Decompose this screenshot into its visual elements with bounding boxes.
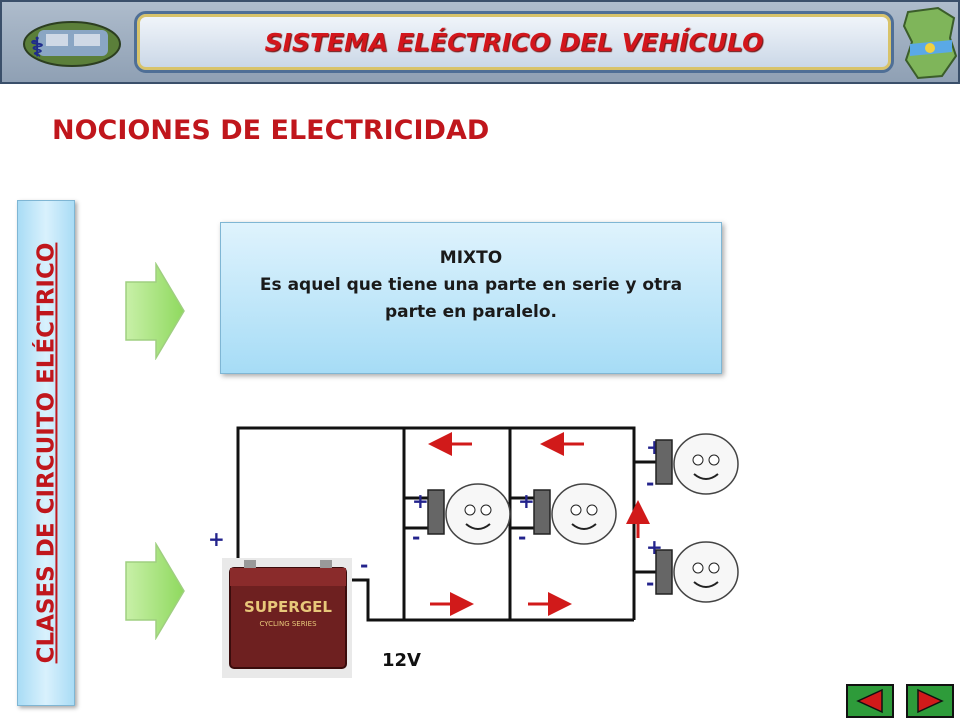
bulb-minus-sign: -: [518, 525, 526, 549]
definition-text: Es aquel que tiene una parte en serie y …: [259, 275, 683, 322]
battery-minus-sign: -: [360, 553, 368, 577]
region-map-icon: [902, 6, 958, 80]
next-slide-button[interactable]: [906, 684, 954, 718]
triangle-right-icon: [917, 688, 944, 714]
battery-icon: SUPERGEL CYCLING SERIES: [222, 558, 352, 678]
battery-brand: SUPERGEL: [244, 598, 332, 616]
right-arrow-icon: [125, 542, 185, 640]
bulb-minus-sign: -: [412, 525, 420, 549]
definition-heading: MIXTO: [439, 248, 503, 268]
triangle-left-icon: [856, 688, 883, 714]
previous-slide-button[interactable]: [846, 684, 894, 718]
light-bulb-icon: [427, 483, 511, 545]
light-bulb-icon: [533, 483, 617, 545]
bulb-plus-sign: +: [412, 489, 429, 513]
section-title: NOCIONES DE ELECTRICIDAD: [52, 115, 490, 146]
title-panel: SISTEMA ELÉCTRICO DEL VEHÍCULO: [134, 11, 894, 73]
battery-plus-sign: +: [208, 527, 225, 551]
mixed-circuit-diagram: SUPERGEL CYCLING SERIES + - + - + - + - …: [208, 426, 739, 678]
current-arrow-icon: [428, 432, 650, 616]
header-band: ⚕ SISTEMA ELÉCTRICO DEL VEHÍCULO: [0, 0, 960, 84]
mixed-circuit-definition: MIXTO Es aquel que tiene una parte en se…: [220, 222, 722, 374]
light-bulb-icon: [655, 433, 739, 495]
circuit-types-panel: CLASES DE CIRCUITO ELÉCTRICO: [17, 200, 75, 706]
vehicle-logo-icon: ⚕: [23, 21, 121, 67]
light-bulb-icon: [655, 541, 739, 603]
right-arrow-icon: [125, 262, 185, 360]
bulb-plus-sign: +: [518, 489, 535, 513]
header-title: SISTEMA ELÉCTRICO DEL VEHÍCULO: [264, 27, 764, 57]
voltage-label: 12V: [382, 650, 421, 671]
bulb-minus-sign: -: [646, 571, 654, 595]
battery-subtitle: CYCLING SERIES: [259, 620, 317, 628]
circuit-types-label: CLASES DE CIRCUITO ELÉCTRICO: [33, 242, 60, 664]
svg-text:⚕: ⚕: [30, 33, 44, 63]
bulb-minus-sign: -: [646, 471, 654, 495]
